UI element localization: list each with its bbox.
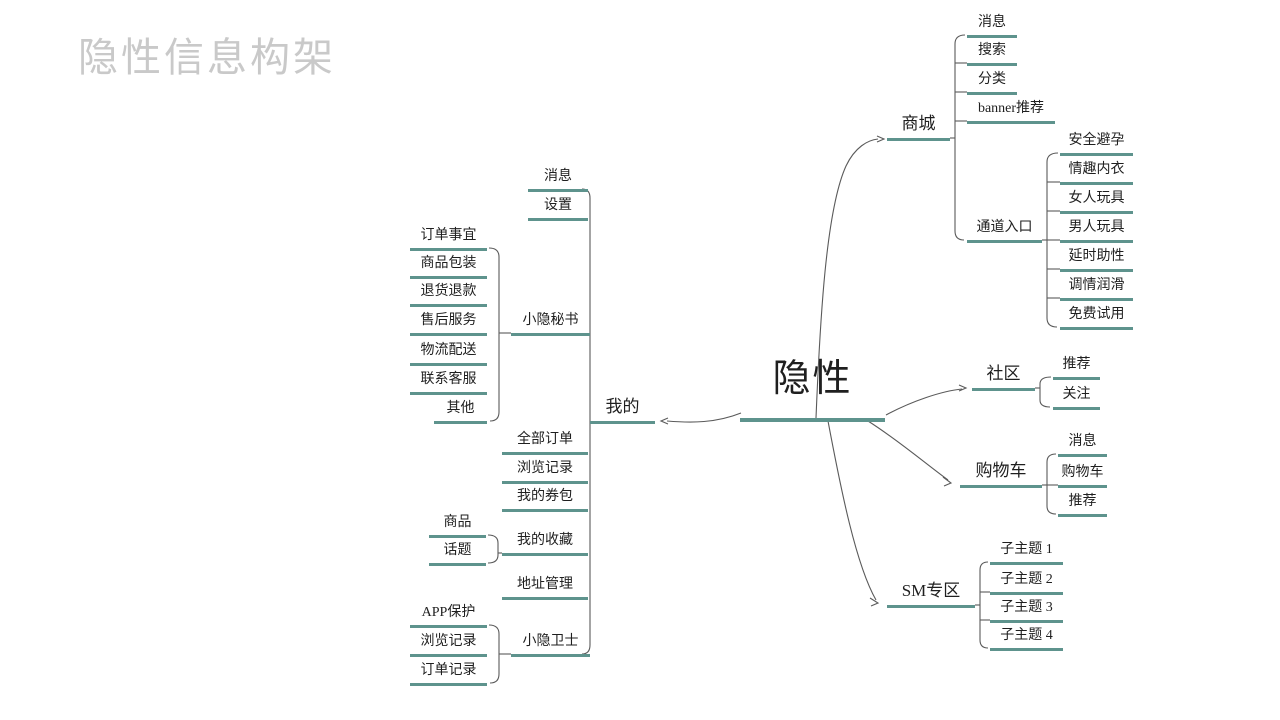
arrowhead-mall: [876, 135, 886, 143]
node-secretary-logistics[interactable]: 物流配送: [410, 342, 487, 366]
node-community-recommend[interactable]: 推荐: [1053, 356, 1100, 380]
node-secretary-aftersale[interactable]: 售后服务: [410, 312, 487, 336]
bracket-community-children: [1039, 376, 1052, 408]
bracket-guard-children: [488, 624, 500, 684]
node-my[interactable]: 我的: [590, 397, 655, 424]
node-my-orders[interactable]: 全部订单: [502, 431, 588, 455]
curve-center-to-cart: [867, 420, 949, 481]
node-channel-lube[interactable]: 调情润滑: [1060, 277, 1133, 301]
arrowhead-cart: [942, 476, 953, 487]
node-secretary-packaging[interactable]: 商品包装: [410, 255, 487, 279]
node-my-address[interactable]: 地址管理: [502, 576, 588, 600]
node-channel-contraception[interactable]: 安全避孕: [1060, 132, 1133, 156]
page-title: 隐性信息构架: [78, 36, 336, 80]
node-cart[interactable]: 购物车: [960, 461, 1042, 488]
bracket-cart-children: [1046, 453, 1057, 515]
bracket-sm-children: [979, 561, 989, 649]
node-cart-cart[interactable]: 购物车: [1058, 464, 1107, 488]
node-channel-delay[interactable]: 延时助性: [1060, 248, 1133, 272]
bracket-favorites-children: [487, 534, 499, 564]
node-mall-messages[interactable]: 消息: [967, 14, 1017, 38]
node-secretary-service[interactable]: 联系客服: [410, 371, 487, 395]
node-sm-subtopic-2[interactable]: 子主题 2: [990, 571, 1063, 595]
node-community[interactable]: 社区: [972, 364, 1035, 391]
node-center-topic[interactable]: 隐性: [740, 358, 885, 422]
curve-center-to-mall: [815, 138, 879, 419]
node-guard-app[interactable]: APP保护: [410, 604, 487, 628]
node-my-messages[interactable]: 消息: [528, 168, 588, 192]
node-mall[interactable]: 商城: [887, 114, 950, 141]
node-favorites-goods[interactable]: 商品: [429, 514, 486, 538]
node-channel-men[interactable]: 男人玩具: [1060, 219, 1133, 243]
node-favorites-topics[interactable]: 话题: [429, 542, 486, 566]
node-community-follow[interactable]: 关注: [1053, 386, 1100, 410]
node-secretary-refund[interactable]: 退货退款: [410, 283, 487, 307]
curve-center-to-community: [885, 388, 963, 416]
arrowhead-sm: [869, 597, 880, 607]
node-guard-orders[interactable]: 订单记录: [410, 662, 487, 686]
bracket-mall-children: [954, 34, 966, 241]
node-my-coupons[interactable]: 我的券包: [502, 488, 588, 512]
node-sm-zone[interactable]: SM专区: [887, 581, 975, 608]
arrowhead-my: [659, 417, 669, 425]
node-sm-subtopic-1[interactable]: 子主题 1: [990, 541, 1063, 565]
node-my-history[interactable]: 浏览记录: [502, 460, 588, 484]
node-mall-search[interactable]: 搜索: [967, 42, 1017, 66]
node-guard-history[interactable]: 浏览记录: [410, 633, 487, 657]
bracket-secretary-children: [488, 247, 500, 422]
node-mall-category[interactable]: 分类: [967, 71, 1017, 95]
node-cart-recommend[interactable]: 推荐: [1058, 493, 1107, 517]
curve-center-to-sm: [827, 420, 877, 601]
node-channel-trial[interactable]: 免费试用: [1060, 306, 1133, 330]
node-guard[interactable]: 小隐卫士: [511, 633, 590, 657]
node-secretary[interactable]: 小隐秘书: [511, 312, 590, 336]
node-channel[interactable]: 通道入口: [967, 219, 1042, 243]
node-secretary-order[interactable]: 订单事宜: [410, 227, 487, 251]
node-secretary-other[interactable]: 其他: [434, 400, 487, 424]
node-my-settings[interactable]: 设置: [528, 197, 588, 221]
node-mall-banner[interactable]: banner推荐: [967, 100, 1055, 124]
node-channel-women[interactable]: 女人玩具: [1060, 190, 1133, 214]
node-sm-subtopic-4[interactable]: 子主题 4: [990, 627, 1063, 651]
curve-center-to-my: [666, 412, 742, 423]
arrowhead-community: [958, 384, 968, 392]
node-channel-lingerie[interactable]: 情趣内衣: [1060, 161, 1133, 185]
node-my-favorites[interactable]: 我的收藏: [502, 532, 588, 556]
node-sm-subtopic-3[interactable]: 子主题 3: [990, 599, 1063, 623]
node-cart-messages[interactable]: 消息: [1058, 433, 1107, 457]
